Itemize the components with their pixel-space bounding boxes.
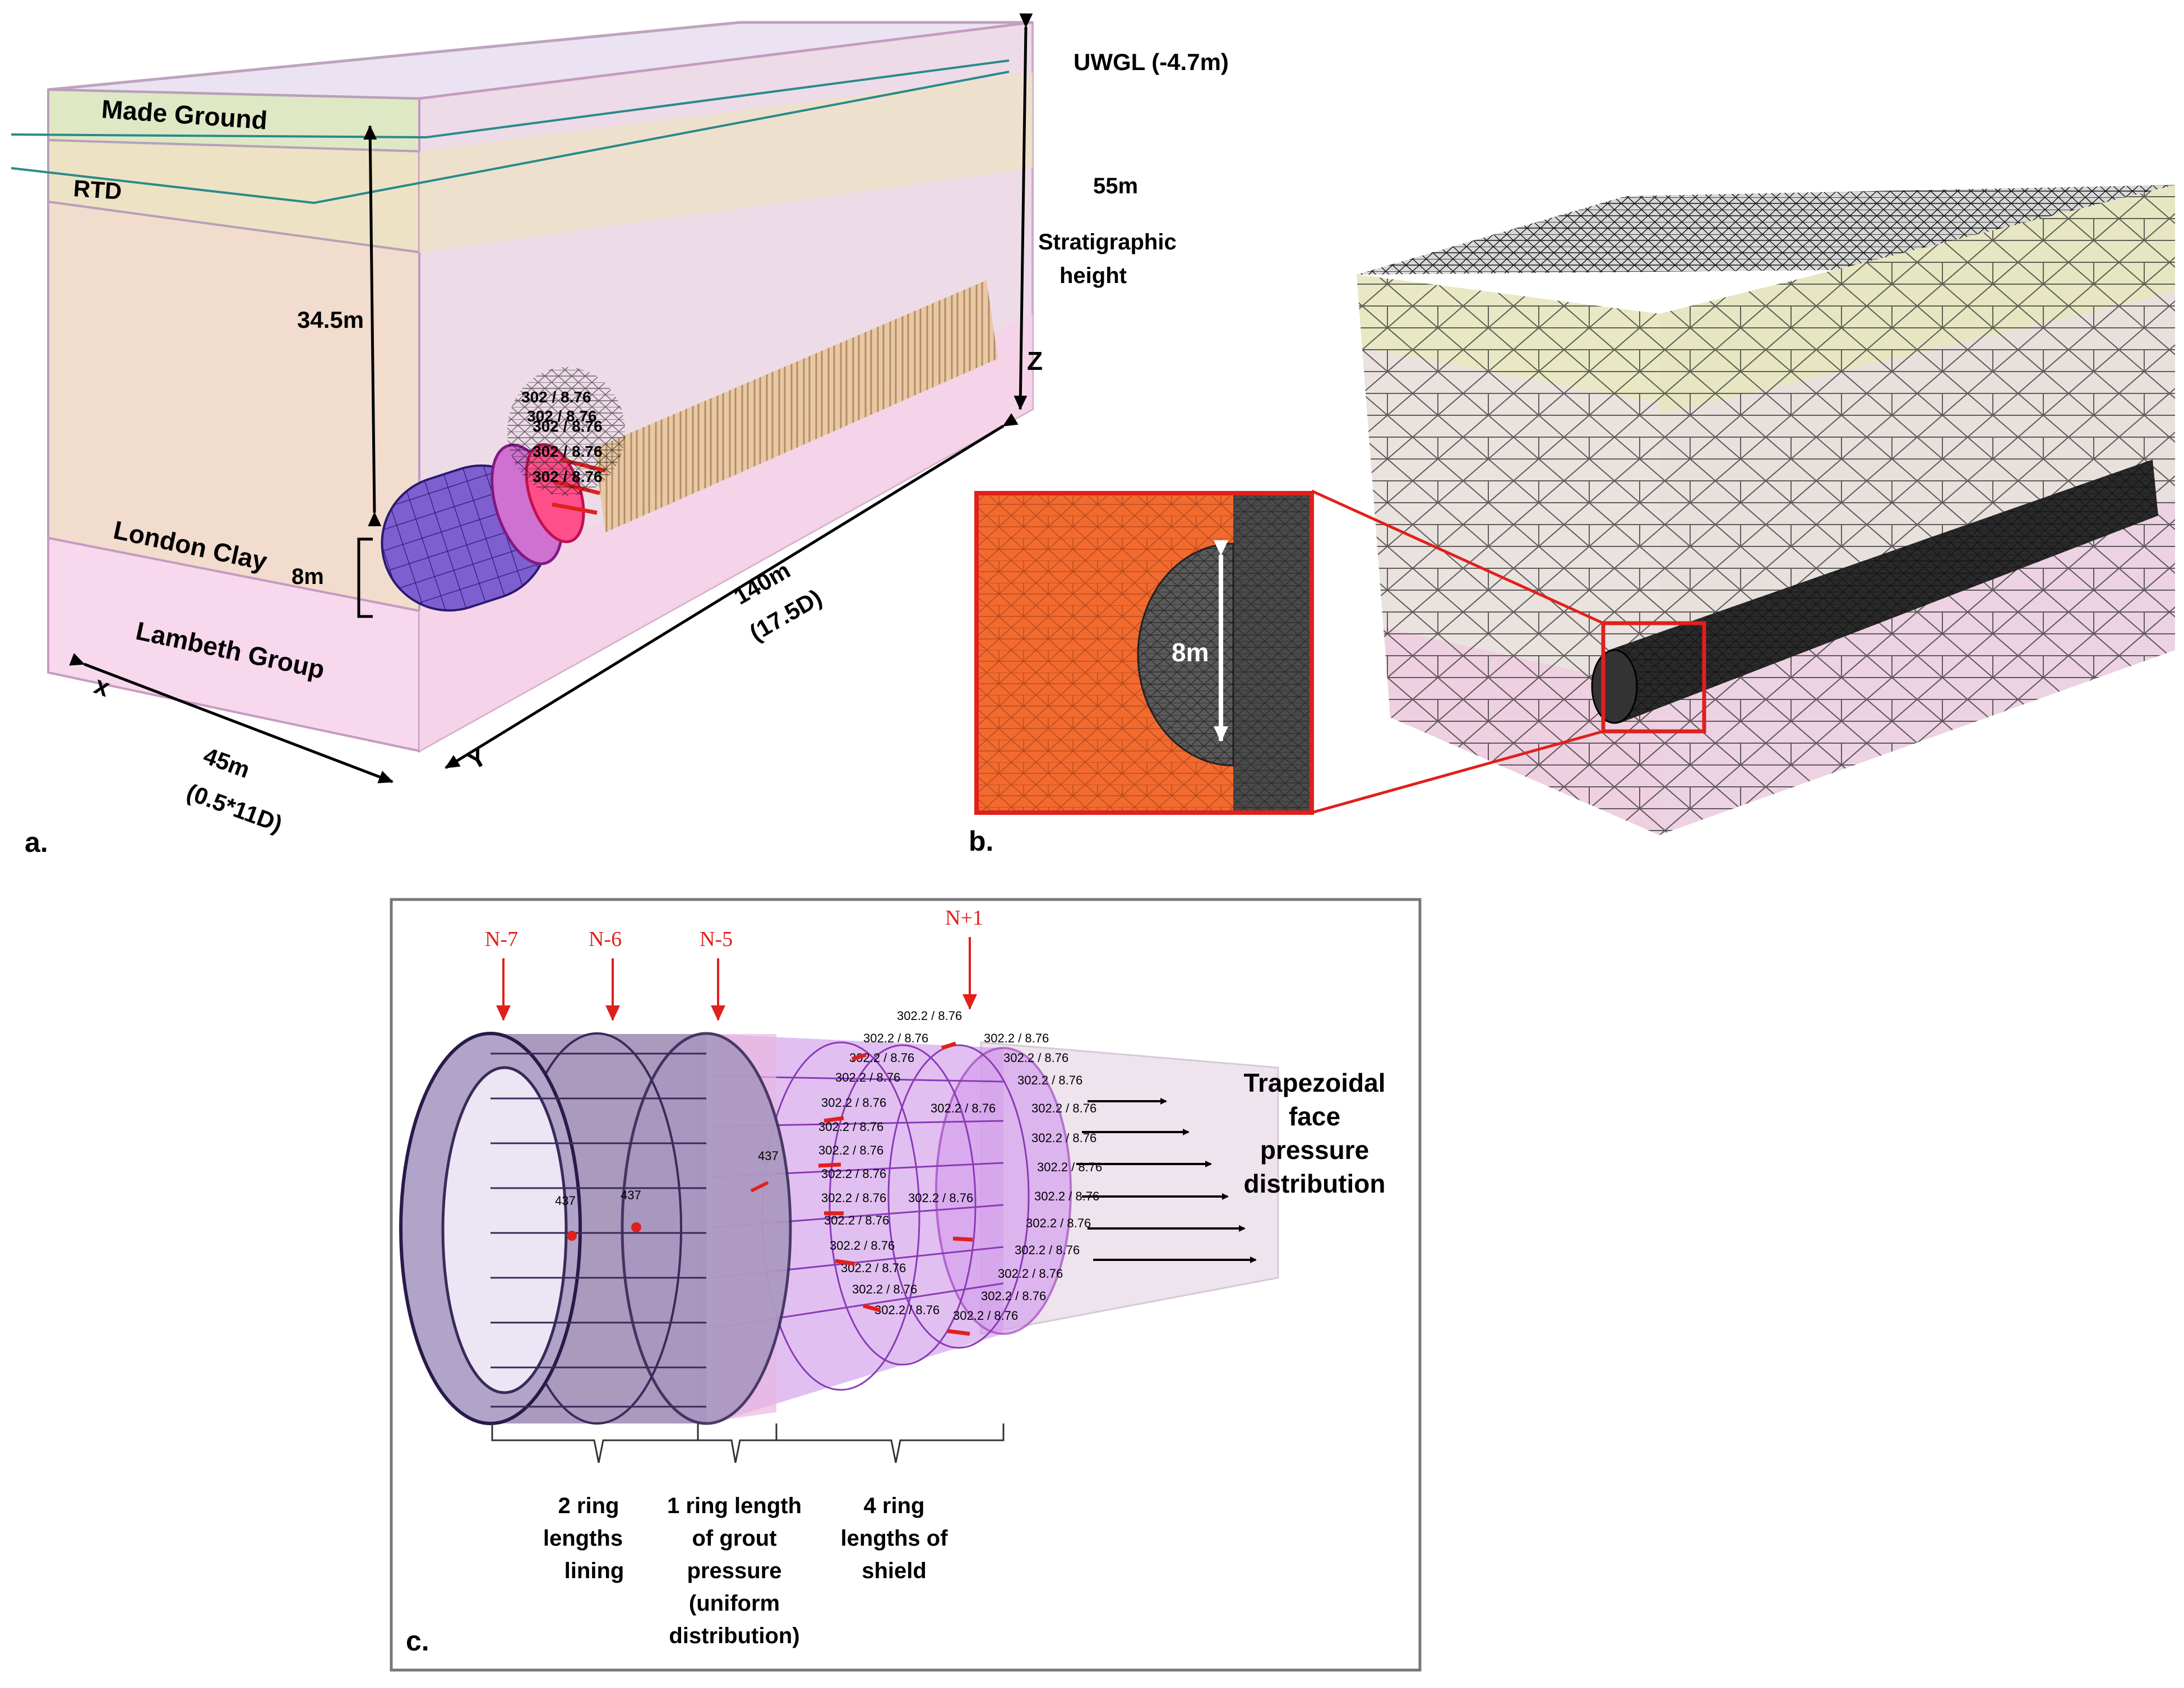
lining-front-inner xyxy=(441,1066,568,1394)
pressure-label: 302 / 8.76 xyxy=(527,407,597,425)
height-caption-2: height xyxy=(1059,263,1127,288)
value-437: 437 xyxy=(555,1194,576,1208)
inset-diameter-label: 8m xyxy=(1172,638,1209,667)
value-302: 302.2 / 8.76 xyxy=(821,1191,886,1205)
caption-line: of grout xyxy=(692,1526,776,1551)
zoom-region xyxy=(1601,621,1706,734)
water-table-line xyxy=(11,59,1010,139)
water-level-label: UWGL (-4.7m) xyxy=(1074,49,1229,75)
value-302: 302.2 / 8.76 xyxy=(824,1213,889,1227)
pressure-label: 302 / 8.76 xyxy=(533,443,603,460)
caption-line: pressure xyxy=(1260,1135,1369,1165)
pressure-label: 302 / 8.76 xyxy=(521,388,591,406)
ring-label-n-7: N-7 xyxy=(485,928,518,951)
panel-a-label: a. xyxy=(25,827,48,858)
zoom-connector-top xyxy=(1311,489,1604,625)
caption-line: distribution) xyxy=(669,1624,799,1648)
value-302: 302.2 / 8.76 xyxy=(1031,1131,1096,1145)
grout-caption: 1 ring length of grout pressure (uniform… xyxy=(667,1494,802,1648)
shield-caption: 4 ring lengths of shield xyxy=(840,1494,948,1583)
width-note: (0.5*11D) xyxy=(183,778,286,837)
mesh-tunnel-end xyxy=(1591,649,1638,724)
panel-c: N-7 N-6 N-5 N+1 xyxy=(390,898,1422,1672)
ring-label-n-6: N-6 xyxy=(589,928,622,951)
lining-rings xyxy=(399,1032,792,1425)
caption-line: Trapezoidal xyxy=(1243,1068,1385,1097)
caption-line: 4 ring xyxy=(864,1494,925,1518)
value-302: 302.2 / 8.76 xyxy=(908,1191,973,1205)
caption-line: face xyxy=(1289,1102,1340,1131)
face-pressure-caption: Trapezoidal face pressure distribution xyxy=(1243,1068,1385,1198)
value-302: 302.2 / 8.76 xyxy=(1037,1160,1102,1174)
diameter-bracket xyxy=(357,537,373,618)
panel-c-label: c. xyxy=(406,1625,429,1657)
grout-values: 437 437 437 xyxy=(555,1149,779,1241)
mesh-box-front-grid xyxy=(1357,275,1659,835)
value-302: 302.2 / 8.76 xyxy=(818,1143,883,1157)
shield-pressure-arrows xyxy=(818,1041,973,1336)
panel-b: 8m b. xyxy=(969,185,2175,857)
length-arrow xyxy=(445,413,1019,769)
value-302: 302.2 / 8.76 xyxy=(1031,1101,1096,1115)
value-302: 302.2 / 8.76 xyxy=(1015,1243,1080,1257)
caption-line: shield xyxy=(862,1559,927,1583)
shield-brace xyxy=(775,1423,1005,1463)
mesh-tunnel-grid xyxy=(1609,460,2158,723)
value-302: 302.2 / 8.76 xyxy=(953,1309,1018,1323)
value-302: 302.2 / 8.76 xyxy=(835,1070,900,1084)
ring-label-n-plus-1: N+1 xyxy=(945,906,983,930)
z-axis-label: Z xyxy=(1027,346,1043,375)
width-arrow xyxy=(69,653,394,783)
lining-caption: 2 ring lengths lining xyxy=(543,1494,624,1583)
value-302: 302.2 / 8.76 xyxy=(821,1096,886,1110)
value-302: 302.2 / 8.76 xyxy=(852,1282,917,1296)
face-pressure-arrows xyxy=(1076,1098,1257,1263)
caption-line: lengths of xyxy=(840,1526,948,1551)
value-302: 302.2 / 8.76 xyxy=(984,1031,1049,1045)
value-302: 302.2 / 8.76 xyxy=(1026,1216,1091,1230)
depth-arrow xyxy=(363,125,382,527)
shield-body xyxy=(712,1034,1003,1423)
y-axis-label: Y xyxy=(462,741,492,775)
value-302: 302.2 / 8.76 xyxy=(863,1031,928,1045)
value-302: 302.2 / 8.76 xyxy=(830,1239,895,1253)
caption-line: 2 ring xyxy=(558,1494,619,1518)
value-302: 302.2 / 8.76 xyxy=(981,1289,1046,1303)
right-face-rtd xyxy=(419,73,1033,252)
depth-label: 34.5m xyxy=(297,307,364,333)
value-302: 302.2 / 8.76 xyxy=(897,1009,962,1023)
height-arrow xyxy=(1014,13,1033,410)
caption-line: distribution xyxy=(1244,1169,1386,1198)
value-302: 302.2 / 8.76 xyxy=(998,1267,1063,1281)
value-302: 302.2 / 8.76 xyxy=(1003,1051,1068,1065)
caption-line: lining xyxy=(564,1559,624,1583)
width-label: 45m xyxy=(200,742,253,783)
panel-b-label: b. xyxy=(969,826,993,857)
value-302: 302.2 / 8.76 xyxy=(821,1167,886,1181)
value-437: 437 xyxy=(621,1188,641,1202)
height-caption-1: Stratigraphic xyxy=(1038,230,1177,254)
ring-label-n-5: N-5 xyxy=(700,928,733,951)
caption-line: pressure xyxy=(687,1559,782,1583)
value-437: 437 xyxy=(758,1149,779,1163)
shield-values: 302.2 / 8.76 302.2 / 8.76 302.2 / 8.76 3… xyxy=(818,1009,1102,1323)
value-302: 302.2 / 8.76 xyxy=(931,1101,996,1115)
caption-line: lengths xyxy=(543,1526,623,1551)
mesh-box-right-grid xyxy=(1659,185,2175,835)
value-302: 302.2 / 8.76 xyxy=(874,1303,940,1317)
zoom-connector-bottom xyxy=(1311,730,1604,814)
pressure-label: 302 / 8.76 xyxy=(533,468,603,485)
caption-line: (uniform xyxy=(689,1591,780,1616)
rtd-label: RTD xyxy=(72,175,122,205)
value-302: 302.2 / 8.76 xyxy=(1017,1073,1082,1087)
panel-a: 302 / 8.76 302 / 8.76 302 / 8.76 302 / 8… xyxy=(11,13,1229,858)
caption-line: 1 ring length xyxy=(667,1494,802,1518)
diameter-label: 8m xyxy=(291,564,324,589)
water-table-line-2 xyxy=(11,71,1010,205)
inset-mesh: 8m xyxy=(974,491,1314,815)
height-label: 55m xyxy=(1093,174,1138,198)
